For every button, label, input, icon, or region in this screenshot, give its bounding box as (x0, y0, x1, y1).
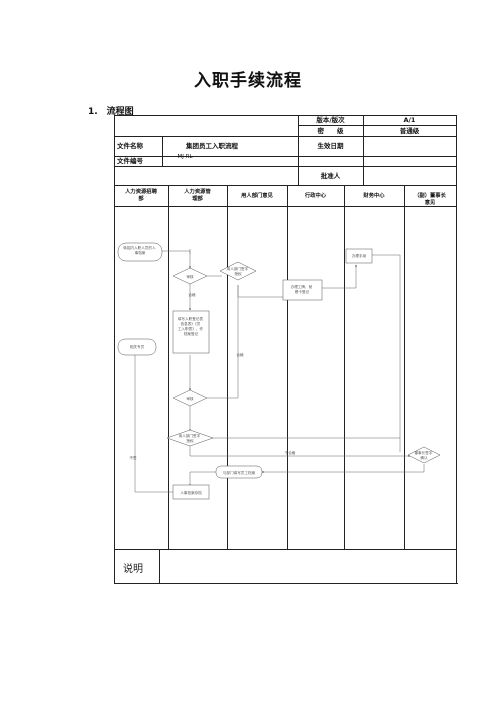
review2-text: 审核 (186, 396, 194, 401)
fill-forms-text: 填写入职登记表 信息表》《员 工入职表》，作 档案登记 (178, 316, 204, 336)
version-label: 版本/版次 (316, 116, 345, 124)
file-name-label: 文件名称 (117, 142, 143, 150)
admin-line-1: 办理工牌、就 (291, 284, 313, 289)
lane-hr-management: 人力资源管 理部 (184, 189, 211, 202)
review1-diamond (172, 267, 208, 285)
file-no-value: MJ-RL- (177, 154, 195, 160)
dept-sign-line-1: 用人部门签字 (227, 266, 249, 271)
review2-diamond (172, 389, 208, 407)
secret-label: 密 级 (317, 126, 344, 135)
dept-sign2-line-1: 用人部门签字 (179, 433, 201, 438)
finance-node (345, 248, 373, 264)
start-text: 转招内入职人员的人 事档案 (123, 245, 157, 255)
version-value: A/1 (403, 116, 416, 124)
effective-date-label: 生效日期 (317, 142, 344, 150)
pass1-text: 合格 (188, 292, 196, 297)
document-title: 入职手续流程 (194, 71, 302, 91)
chairman-diamond (407, 446, 441, 464)
file-name-value: 集团员工入职流程 (186, 142, 238, 150)
process-document-table: 版本/版次 A/1 密 级 普通级 文件名称 集团员工入职流程 生效日期 文件编… (114, 115, 458, 584)
dept-sign2-text: 用人部门签字 授权 (179, 433, 202, 443)
fill-forms-line-2: 信息表》《员 (181, 321, 201, 326)
unqualified-text: 不合格 (285, 450, 296, 455)
dept-sign-text: 用人部门签字 授权 (227, 266, 250, 276)
dept-sign-line-2: 授权 (234, 271, 242, 276)
notes-label: 说明 (123, 564, 143, 575)
fill-forms-line-1: 填写入职登记表 (178, 316, 204, 321)
lane-admin-center: 行政中心 (304, 193, 327, 199)
contact-node (117, 338, 157, 356)
start-node (117, 242, 163, 262)
chairman-line-1: 董事长签字 (414, 450, 432, 455)
admin-node (282, 279, 323, 301)
pass2-text: 合格 (236, 352, 244, 357)
start-line-1: 转招内入职人员的人 (123, 245, 156, 250)
chairman-text: 董事长签字 确认 (414, 450, 433, 460)
lane-chairman: （副）董事长 意见 (414, 193, 446, 206)
no-sign-text: 不签 (129, 455, 137, 460)
dept-sign-diamond (219, 261, 257, 281)
admin-text: 办理工牌、就 餐卡登记 (291, 284, 314, 294)
start-line-2: 事档案 (135, 250, 146, 255)
lane-finance-center: 财务中心 (363, 193, 385, 199)
dept-contact-node (215, 465, 263, 479)
file-no-label: 文件编号 (117, 157, 143, 165)
admin-line-2: 餐卡登记 (295, 289, 310, 294)
review1-text: 审核 (186, 274, 194, 279)
fill-forms-line-4: 档案登记 (184, 331, 199, 336)
chairman-line-2: 确认 (420, 455, 428, 460)
approver-label: 批准人 (320, 171, 341, 180)
fill-forms-line-3: 工入职表》，作 (178, 326, 204, 331)
hr-archive-node (172, 484, 210, 500)
dept-contact-text: 与部门填写员工档案 (223, 470, 256, 475)
hr-archive-text: 人事档案存档 (180, 490, 202, 495)
lane-hiring-dept: 用人部门意见 (241, 193, 273, 199)
dept-sign2-diamond (166, 429, 214, 447)
dept-sign2-line-2: 授权 (186, 438, 194, 443)
section-heading: 1. 流程图 (88, 107, 134, 117)
lane-recruitment: 人力资源招聘 部 (125, 189, 157, 202)
fill-forms-node (172, 310, 210, 354)
finance-text: 办理手续 (352, 253, 367, 258)
contact-text: 相关专员 (130, 344, 145, 349)
secret-value: 普通级 (399, 126, 420, 135)
